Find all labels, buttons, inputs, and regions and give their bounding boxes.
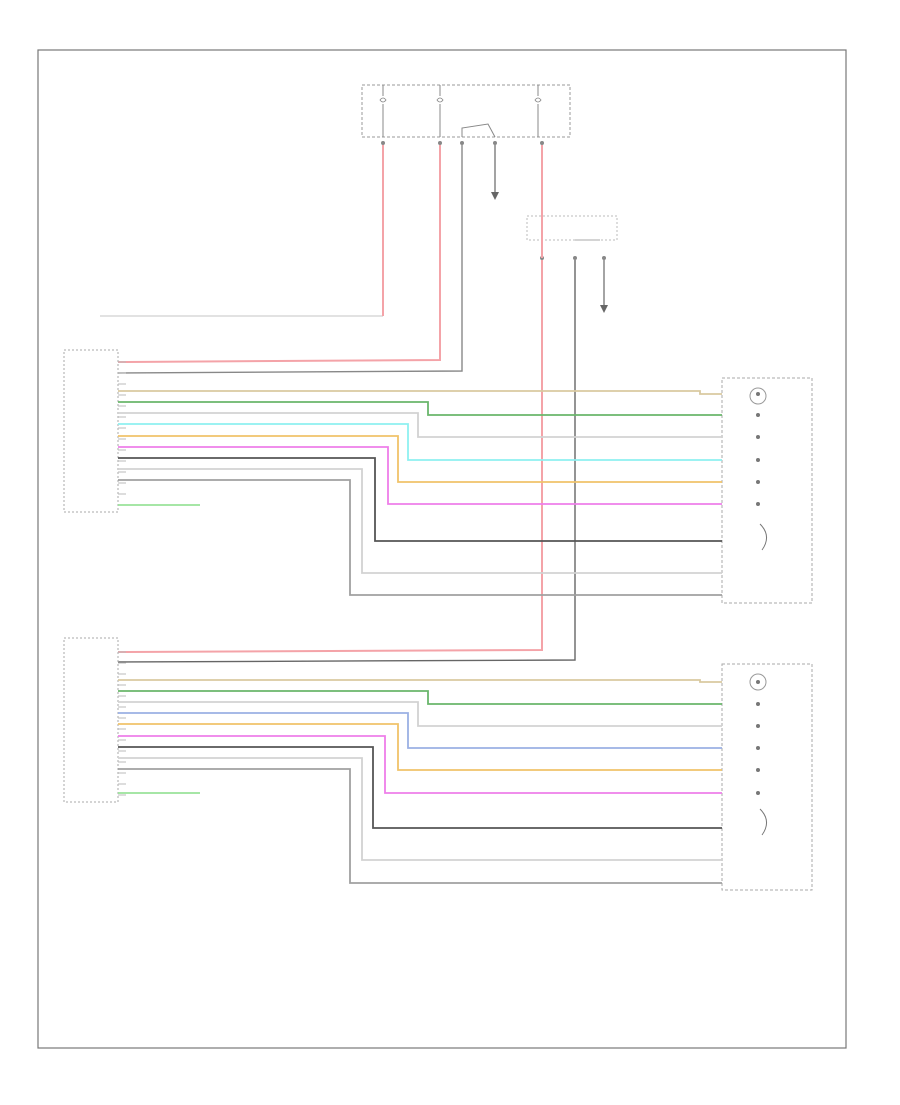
driver-terminal: [756, 392, 760, 396]
driver-module-pins: [118, 361, 126, 506]
ground-g1: [491, 145, 499, 200]
passenger-wire: [118, 712, 722, 749]
wire-feed-5: [117, 260, 543, 653]
fuse-3: [534, 85, 542, 137]
passenger-terminal: [756, 768, 760, 772]
passenger-module: [63, 637, 126, 803]
driver-terminal: [756, 413, 760, 417]
passenger-wire: [118, 757, 722, 861]
driver-terminal: [756, 480, 760, 484]
wire-feed-6: [117, 260, 576, 663]
passenger-terminal: [756, 702, 760, 706]
diagram-frame: [37, 49, 847, 1049]
splice-block: [526, 215, 618, 260]
driver-wire: [118, 423, 722, 461]
passenger-seat-heater: [721, 663, 813, 891]
passenger-wire: [118, 768, 722, 884]
passenger-wire: [118, 735, 722, 794]
driver-wire: [118, 412, 722, 438]
driver-wire: [118, 401, 722, 416]
passenger-wire: [118, 746, 722, 829]
driver-wire: [118, 446, 722, 505]
fuse-block: [361, 84, 571, 145]
driver-module: [63, 349, 126, 513]
driver-wire: [118, 468, 722, 574]
ground-g2: [600, 260, 608, 313]
passenger-wire: [118, 679, 722, 683]
driver-terminal: [756, 435, 760, 439]
passenger-wire: [118, 723, 722, 771]
driver-wire: [118, 435, 722, 483]
passenger-module-pins: [118, 651, 126, 796]
wire-feed-2: [117, 145, 441, 363]
driver-terminal: [756, 458, 760, 462]
driver-wire: [118, 390, 722, 395]
driver-wire: [118, 457, 722, 542]
driver-wire: [118, 479, 722, 596]
driver-seat-heater: [721, 377, 813, 604]
fuse-1: [379, 85, 387, 137]
passenger-wire: [118, 690, 722, 705]
passenger-terminal: [756, 791, 760, 795]
passenger-terminal: [756, 746, 760, 750]
passenger-wire: [118, 701, 722, 727]
passenger-terminal: [756, 680, 760, 684]
signal-wires: [118, 390, 760, 884]
fuse-2: [436, 85, 444, 137]
wire-feed-3: [117, 145, 463, 374]
passenger-terminal: [756, 724, 760, 728]
driver-terminal: [756, 502, 760, 506]
